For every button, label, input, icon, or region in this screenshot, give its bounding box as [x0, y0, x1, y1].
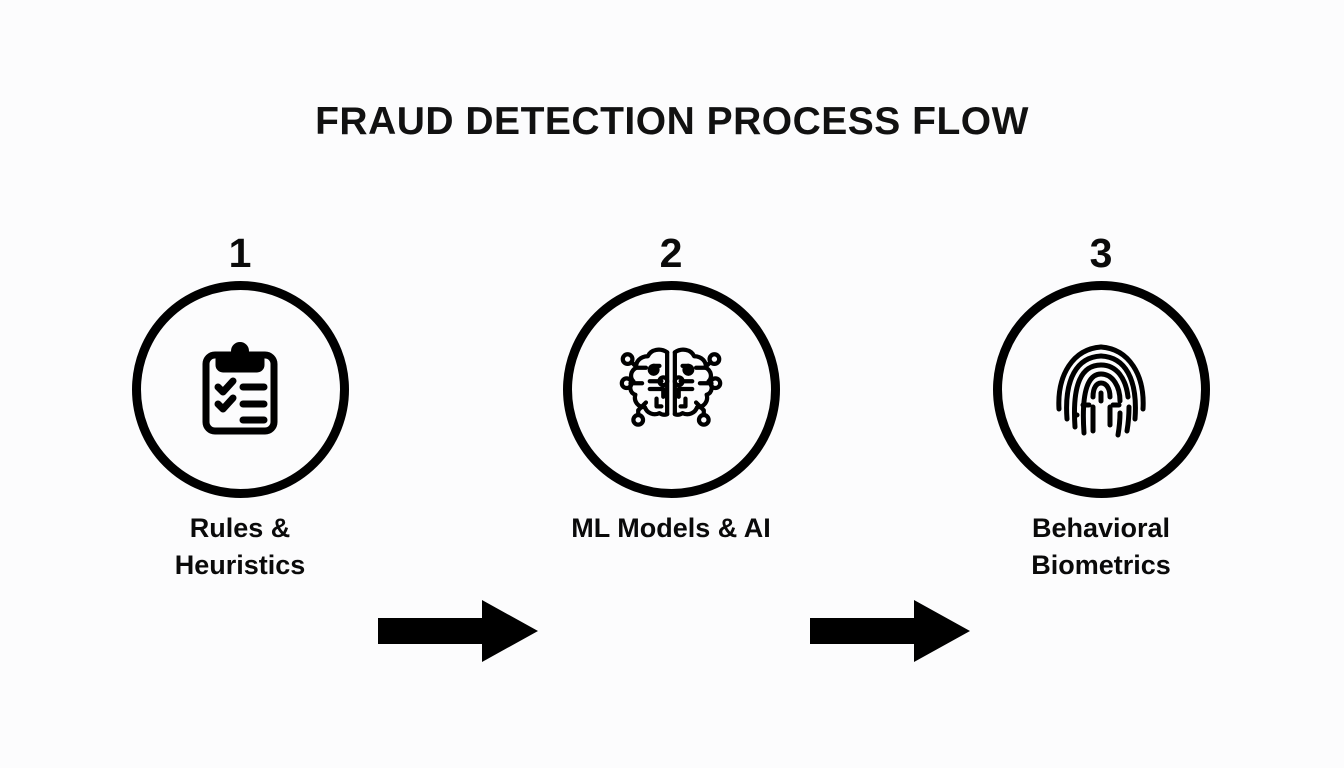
step-label-1: Rules & Heuristics [90, 510, 390, 584]
step-number-3: 3 [1089, 230, 1113, 276]
flow-step-2[interactable]: 2 [521, 230, 821, 547]
step-label-2-line1: ML Models & AI [571, 513, 771, 543]
step-number-1: 1 [228, 230, 252, 276]
step-label-2: ML Models & AI [521, 510, 821, 547]
fingerprint-icon [1047, 335, 1155, 443]
step-label-3-line2: Biometrics [1031, 550, 1171, 580]
flow-step-3[interactable]: 3 [951, 230, 1251, 584]
step-circle-wrap-2 [521, 280, 821, 498]
step-circle-1 [131, 280, 349, 498]
arrow-right-icon-2 [810, 600, 970, 662]
step-number-2: 2 [659, 230, 683, 276]
step-label-3-line1: Behavioral [1031, 513, 1171, 543]
step-circle-2 [562, 280, 780, 498]
flow-step-1[interactable]: 1 [90, 230, 390, 584]
arrow-right-icon-1 [378, 600, 538, 662]
page-title: FRAUD DETECTION PROCESS FLOW [315, 100, 1029, 143]
process-flow: 1 [0, 230, 1344, 662]
clipboard-checklist-icon [186, 335, 294, 443]
step-label-3: Behavioral Biometrics [951, 510, 1251, 584]
step-circle-wrap-3 [951, 280, 1251, 498]
step-label-1-line1: Rules & [189, 513, 291, 543]
ai-brain-circuit-icon [617, 335, 725, 443]
step-circle-wrap-1 [90, 280, 390, 498]
step-label-1-line2: Heuristics [174, 550, 306, 580]
step-circle-3 [992, 280, 1210, 498]
